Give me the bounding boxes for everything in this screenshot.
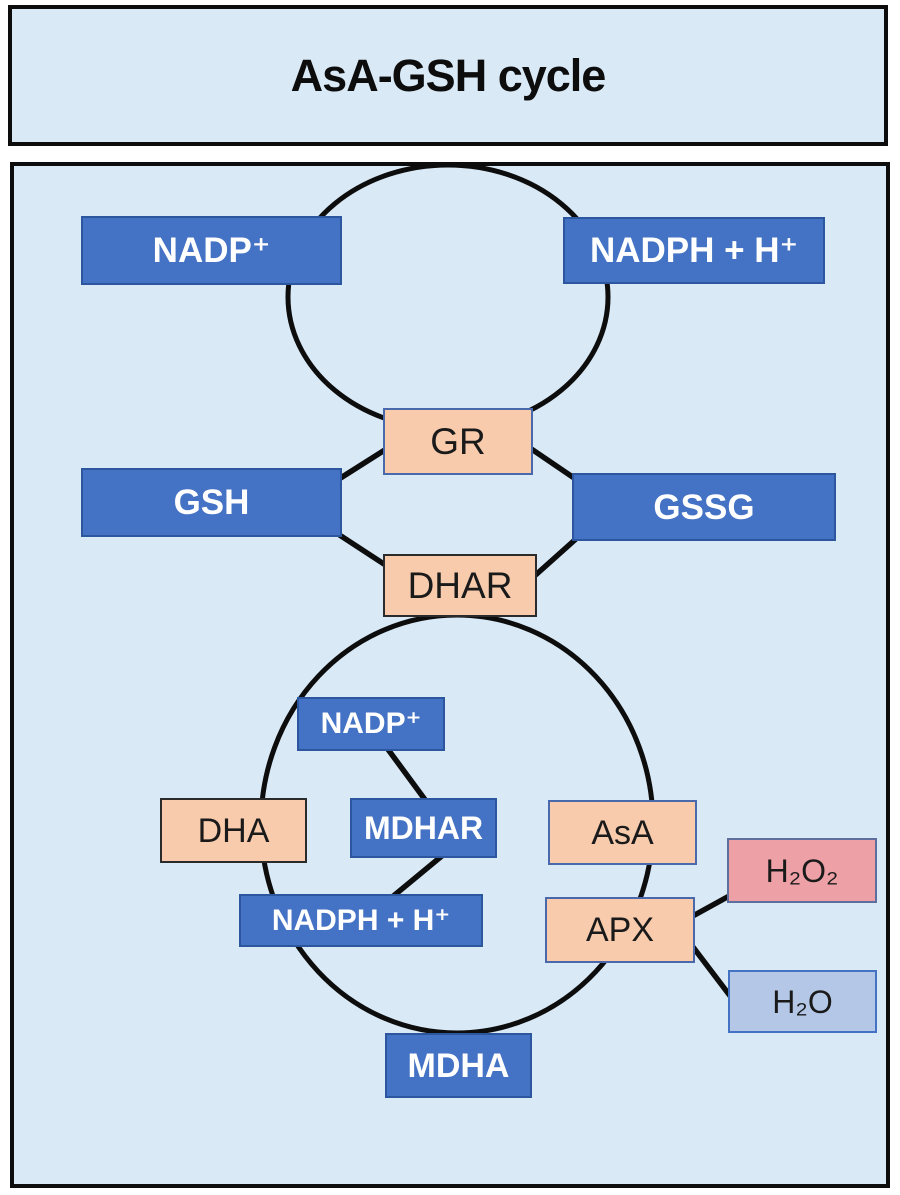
edge-apx-h2o2 [688,892,734,920]
node-asa: AsA [548,800,697,865]
node-h2o: H₂O [728,970,877,1033]
upper-cycle-circle [285,162,611,432]
node-nadph-h-top: NADPH + H⁺ [563,217,825,284]
node-mdha: MDHA [385,1033,532,1098]
node-mdhar-enzyme: MDHAR [350,798,497,858]
title-box: AsA-GSH cycle [8,5,888,146]
node-dhar-enzyme: DHAR [383,554,537,617]
node-nadp-plus-lower: NADP⁺ [297,697,445,751]
node-gr-enzyme: GR [383,408,533,475]
node-dha: DHA [160,798,307,863]
edge-gsh-gr [336,443,394,482]
edge-gsh-dhar [335,531,393,571]
node-gssg: GSSG [572,473,836,541]
edge-dhar-gssg [527,535,580,583]
node-h2o2: H₂O₂ [727,838,877,903]
edge-gr-gssg [524,443,580,483]
edge-nadp-mdhar [384,745,429,804]
node-nadp-plus-top: NADP⁺ [81,216,342,285]
node-gsh: GSH [81,468,342,537]
edge-mdhar-nadph [388,852,446,901]
figure-title: AsA-GSH cycle [290,49,607,101]
node-apx-enzyme: APX [545,897,695,963]
node-nadph-h-lower: NADPH + H⁺ [239,894,483,947]
